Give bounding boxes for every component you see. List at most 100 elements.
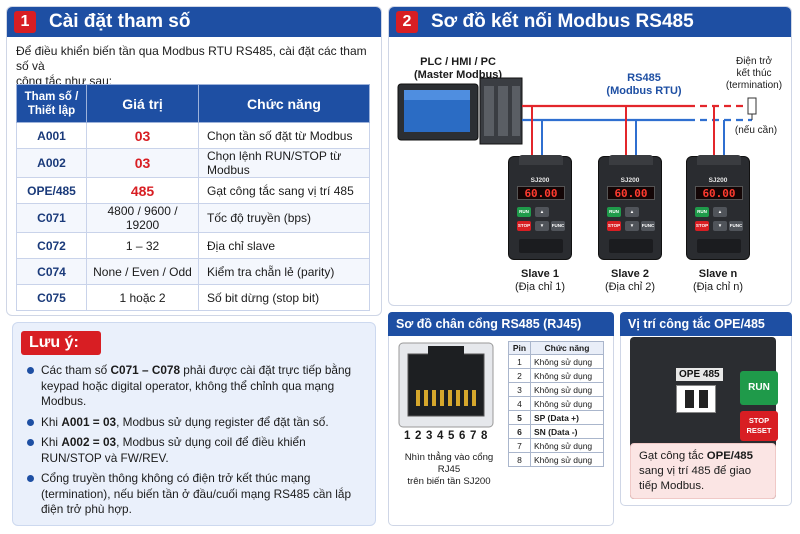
param-function: Số bit dừng (stop bit)	[198, 284, 370, 311]
section-params-header: 1 Cài đặt tham số	[7, 7, 381, 37]
param-value: 485	[86, 177, 199, 204]
slave-drive-n: SJ200 60.00 RUN STOP ▲ ▼ FUNC	[686, 155, 750, 260]
bus-label: RS485 (Modbus RTU)	[592, 72, 696, 98]
table-header-row: Tham số / Thiết lập Giá trị Chức năng	[16, 84, 370, 123]
slave-drive-2: SJ200 60.00 RUN STOP ▲ ▼ FUNC	[598, 155, 662, 260]
hmi-screen-bar	[404, 90, 470, 100]
pin-function: Không sử dụng	[530, 452, 604, 467]
drive-model: SJ200	[620, 177, 640, 184]
slave-name: Slave 1	[521, 268, 559, 280]
param-code: A002	[16, 148, 87, 178]
param-function: Địa chỉ slave	[198, 232, 370, 259]
down-key: ▼	[625, 221, 639, 231]
slave-drive-1: SJ200 60.00 RUN STOP ▲ ▼ FUNC	[508, 155, 572, 260]
bullet-icon	[27, 475, 34, 482]
pin-number: 4	[508, 396, 531, 411]
table-row: C071 4800 / 9600 / 19200 Tốc độ truyền (…	[16, 203, 370, 233]
up-key: ▲	[625, 207, 639, 217]
note-box: Lưu ý: Các tham số C071 – C078 phải được…	[12, 322, 376, 526]
plc-slot	[484, 86, 494, 136]
drive-terminal	[609, 239, 653, 253]
param-code: C072	[16, 232, 87, 259]
param-code: C071	[16, 203, 87, 233]
pin-number: 7	[508, 438, 531, 453]
bus-label-line: RS485	[627, 72, 661, 84]
col-header-function: Chức năng	[198, 84, 370, 123]
note-bold: C071 – C078	[110, 363, 181, 377]
note-text: , Modbus sử dụng coil để điều khiển RUN/…	[41, 435, 306, 465]
intro-line: Để điều khiển biến tần qua Modbus RTU RS…	[16, 44, 367, 73]
switch-toggle	[685, 390, 694, 408]
ope-caption-text: Gạt công tắc	[639, 450, 707, 462]
termination-note: (nếu cần)	[734, 125, 778, 136]
col-header-line: Tham số /	[24, 90, 79, 103]
note-text: Các tham số	[41, 363, 111, 377]
reset-label: RESET	[746, 426, 772, 435]
rj45-header: Sơ đồ chân cổng RS485 (RJ45)	[388, 312, 614, 336]
rs485-wiring	[397, 77, 757, 160]
note-text: phải được cài đặt trực tiếp bằng keypad …	[41, 363, 352, 408]
pin-function: Không sử dụng	[530, 396, 604, 411]
col-header-function: Chức năng	[530, 341, 604, 355]
drive-top	[697, 155, 741, 165]
pin-function: Không sử dụng	[530, 368, 604, 383]
pin-number: 5	[508, 410, 531, 425]
note-text: Cổng truyền thông không có điện trở kết …	[41, 471, 352, 516]
run-key: RUN	[517, 207, 531, 217]
param-function: Chọn lệnh RUN/STOP từ Modbus	[198, 148, 370, 178]
bullet-icon	[27, 439, 34, 446]
table-header-row: Pin Chức năng	[508, 341, 604, 355]
pin-function: Không sử dụng	[530, 382, 604, 397]
table-row: OPE/485 485 Gạt công tắc sang vị trí 485	[16, 177, 370, 204]
bullet-icon	[27, 418, 34, 426]
note-text: , Modbus sử dụng register để đặt tần số.	[116, 414, 329, 429]
ope-header: Vị trí công tắc OPE/485	[620, 312, 792, 336]
stop-key: STOP	[695, 221, 709, 231]
col-header-pin: Pin	[508, 341, 531, 355]
up-key: ▲	[713, 207, 727, 217]
param-function: Gạt công tắc sang vị trí 485	[198, 177, 370, 204]
ope-caption: Gạt công tắc OPE/485 sang vị trí 485 để …	[630, 443, 776, 499]
slave-address: (Địa chỉ n)	[692, 281, 744, 293]
table-row: A001 03 Chọn tần số đặt từ Modbus	[16, 122, 370, 149]
section-diagram-header: 2 Sơ đồ kết nối Modbus RS485	[389, 7, 791, 37]
slave-label: Slave 1 (Địa chỉ 1)	[500, 268, 580, 294]
ope-485-switch	[676, 385, 716, 413]
plc-hmi-device	[397, 77, 523, 145]
run-key: RUN	[740, 371, 778, 405]
stop-key: STOP	[517, 221, 531, 231]
params-table: Tham số / Thiết lập Giá trị Chức năng A0…	[16, 84, 370, 311]
note-bold: A002 = 03	[61, 435, 117, 449]
param-function: Kiểm tra chẵn lẻ (parity)	[198, 258, 370, 285]
pin-number: 3	[508, 382, 531, 397]
drive-terminal	[697, 239, 741, 253]
drive-terminal	[519, 239, 563, 253]
section-number-badge: 2	[396, 11, 418, 33]
param-value: 03	[86, 122, 199, 149]
drive-display: 60.00	[607, 186, 655, 200]
col-header-line: Thiết lập	[27, 104, 76, 117]
port-pins	[416, 390, 476, 406]
param-value: 4800 / 9600 / 19200	[86, 203, 199, 233]
drive-model: SJ200	[530, 177, 550, 184]
note-text: Khi	[41, 435, 62, 449]
stop-reset-key: STOP RESET	[740, 411, 778, 441]
table-row: C075 1 hoặc 2 Số bit dừng (stop bit)	[16, 284, 370, 311]
pin-function: SN (Data -)	[530, 424, 604, 439]
pin-function: Không sử dụng	[530, 438, 604, 453]
slave-address: (Địa chỉ 1)	[514, 281, 566, 293]
pin-number: 8	[508, 452, 531, 467]
termination-resistor	[747, 97, 757, 115]
master-label-line: PLC / HMI / PC	[420, 56, 496, 68]
param-value: 1 – 32	[86, 232, 199, 259]
slave-label: Slave n (Địa chỉ n)	[678, 268, 758, 294]
bullet-icon	[27, 367, 34, 374]
note-bold: A001 = 03	[61, 414, 117, 429]
slave-address: (Địa chỉ 2)	[604, 281, 656, 293]
pin-numbers: 12345678	[404, 430, 492, 442]
term-label-line: kết thúc	[736, 68, 772, 79]
